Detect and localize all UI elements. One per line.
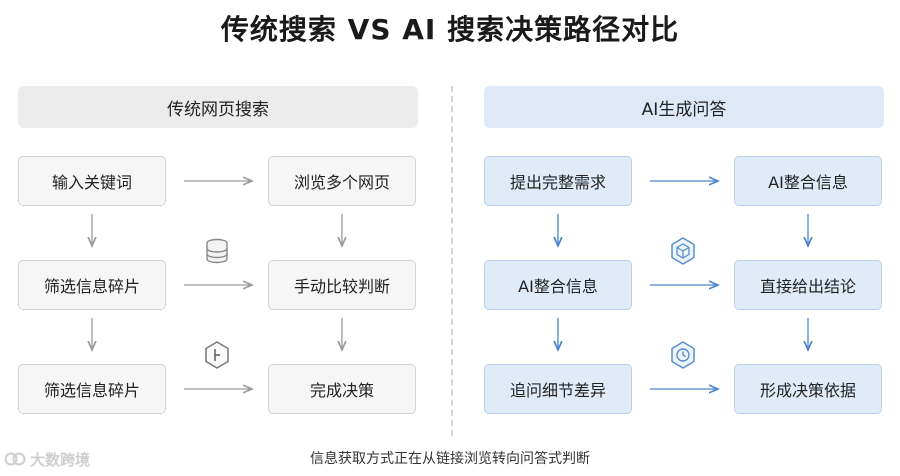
right-step-ai-integrate-2: AI整合信息 [484,260,632,310]
database-icon [206,238,228,264]
ai-qa-header: AI生成问答 [484,86,884,128]
right-step-decision-basis: 形成决策依据 [734,364,882,414]
left-step-input-keywords: 输入关键词 [18,156,166,206]
watermark-icon [4,452,26,466]
caption: 信息获取方式正在从链接浏览转向问答式判断 [310,451,590,467]
right-step-followup-details: 追问细节差异 [484,364,632,414]
traditional-search-header: 传统网页搜索 [18,86,418,128]
hexagon-marker-icon [205,341,229,369]
right-step-full-request: 提出完整需求 [484,156,632,206]
watermark-text: 大数跨境 [30,450,91,469]
hexagon-cube-icon [671,237,695,265]
watermark-logo: 大数跨境 [4,446,90,472]
right-step-ai-integrate: AI整合信息 [734,156,882,206]
left-step-complete-decision: 完成决策 [268,364,416,414]
left-step-browse-pages: 浏览多个网页 [268,156,416,206]
right-step-direct-conclusion: 直接给出结论 [734,260,882,310]
left-step-filter-fragments-2: 筛选信息碎片 [18,364,166,414]
left-step-manual-compare: 手动比较判断 [268,260,416,310]
column-divider [451,86,453,436]
page-title: 传统搜索 VS AI 搜索决策路径对比 [220,13,680,46]
left-step-filter-fragments: 筛选信息碎片 [18,260,166,310]
hexagon-clock-icon [671,341,695,369]
